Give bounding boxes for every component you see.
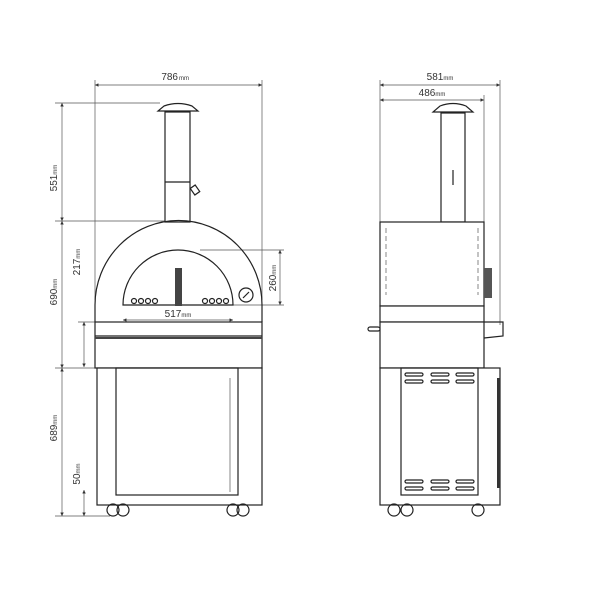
oven-height-label: 690mm — [49, 279, 60, 306]
thermometer-icon — [238, 287, 254, 303]
wheel-height-label: 50mm — [72, 463, 83, 484]
side-chimney — [431, 102, 475, 223]
hearth-height-label: 217mm — [72, 249, 83, 276]
front-view: 786 mm 551mm 690mm 689mm 217mm 50mm 260m… — [49, 72, 284, 517]
oven-dome — [94, 219, 263, 322]
overall-depth-label: 581mm — [427, 72, 454, 83]
side-stand — [379, 367, 501, 506]
chimney — [156, 102, 201, 223]
oven-door-opening — [122, 249, 234, 306]
door-width-label: 517mm — [165, 309, 192, 320]
width-unit: mm — [179, 76, 189, 82]
wheels — [106, 503, 250, 517]
stand — [96, 367, 263, 506]
width-label: 786 — [161, 72, 178, 83]
side-wheels — [387, 503, 485, 517]
side-view: 581mm 486mm — [367, 72, 504, 517]
body-depth-label: 486mm — [419, 88, 446, 99]
stand-height-label: 689mm — [49, 415, 60, 442]
side-oven-body — [379, 221, 485, 307]
chimney-height-label: 551mm — [49, 165, 60, 192]
vents — [404, 372, 475, 491]
vent-grille — [175, 268, 182, 306]
door-height-label: 260mm — [268, 265, 279, 292]
door-knobs — [130, 297, 230, 305]
